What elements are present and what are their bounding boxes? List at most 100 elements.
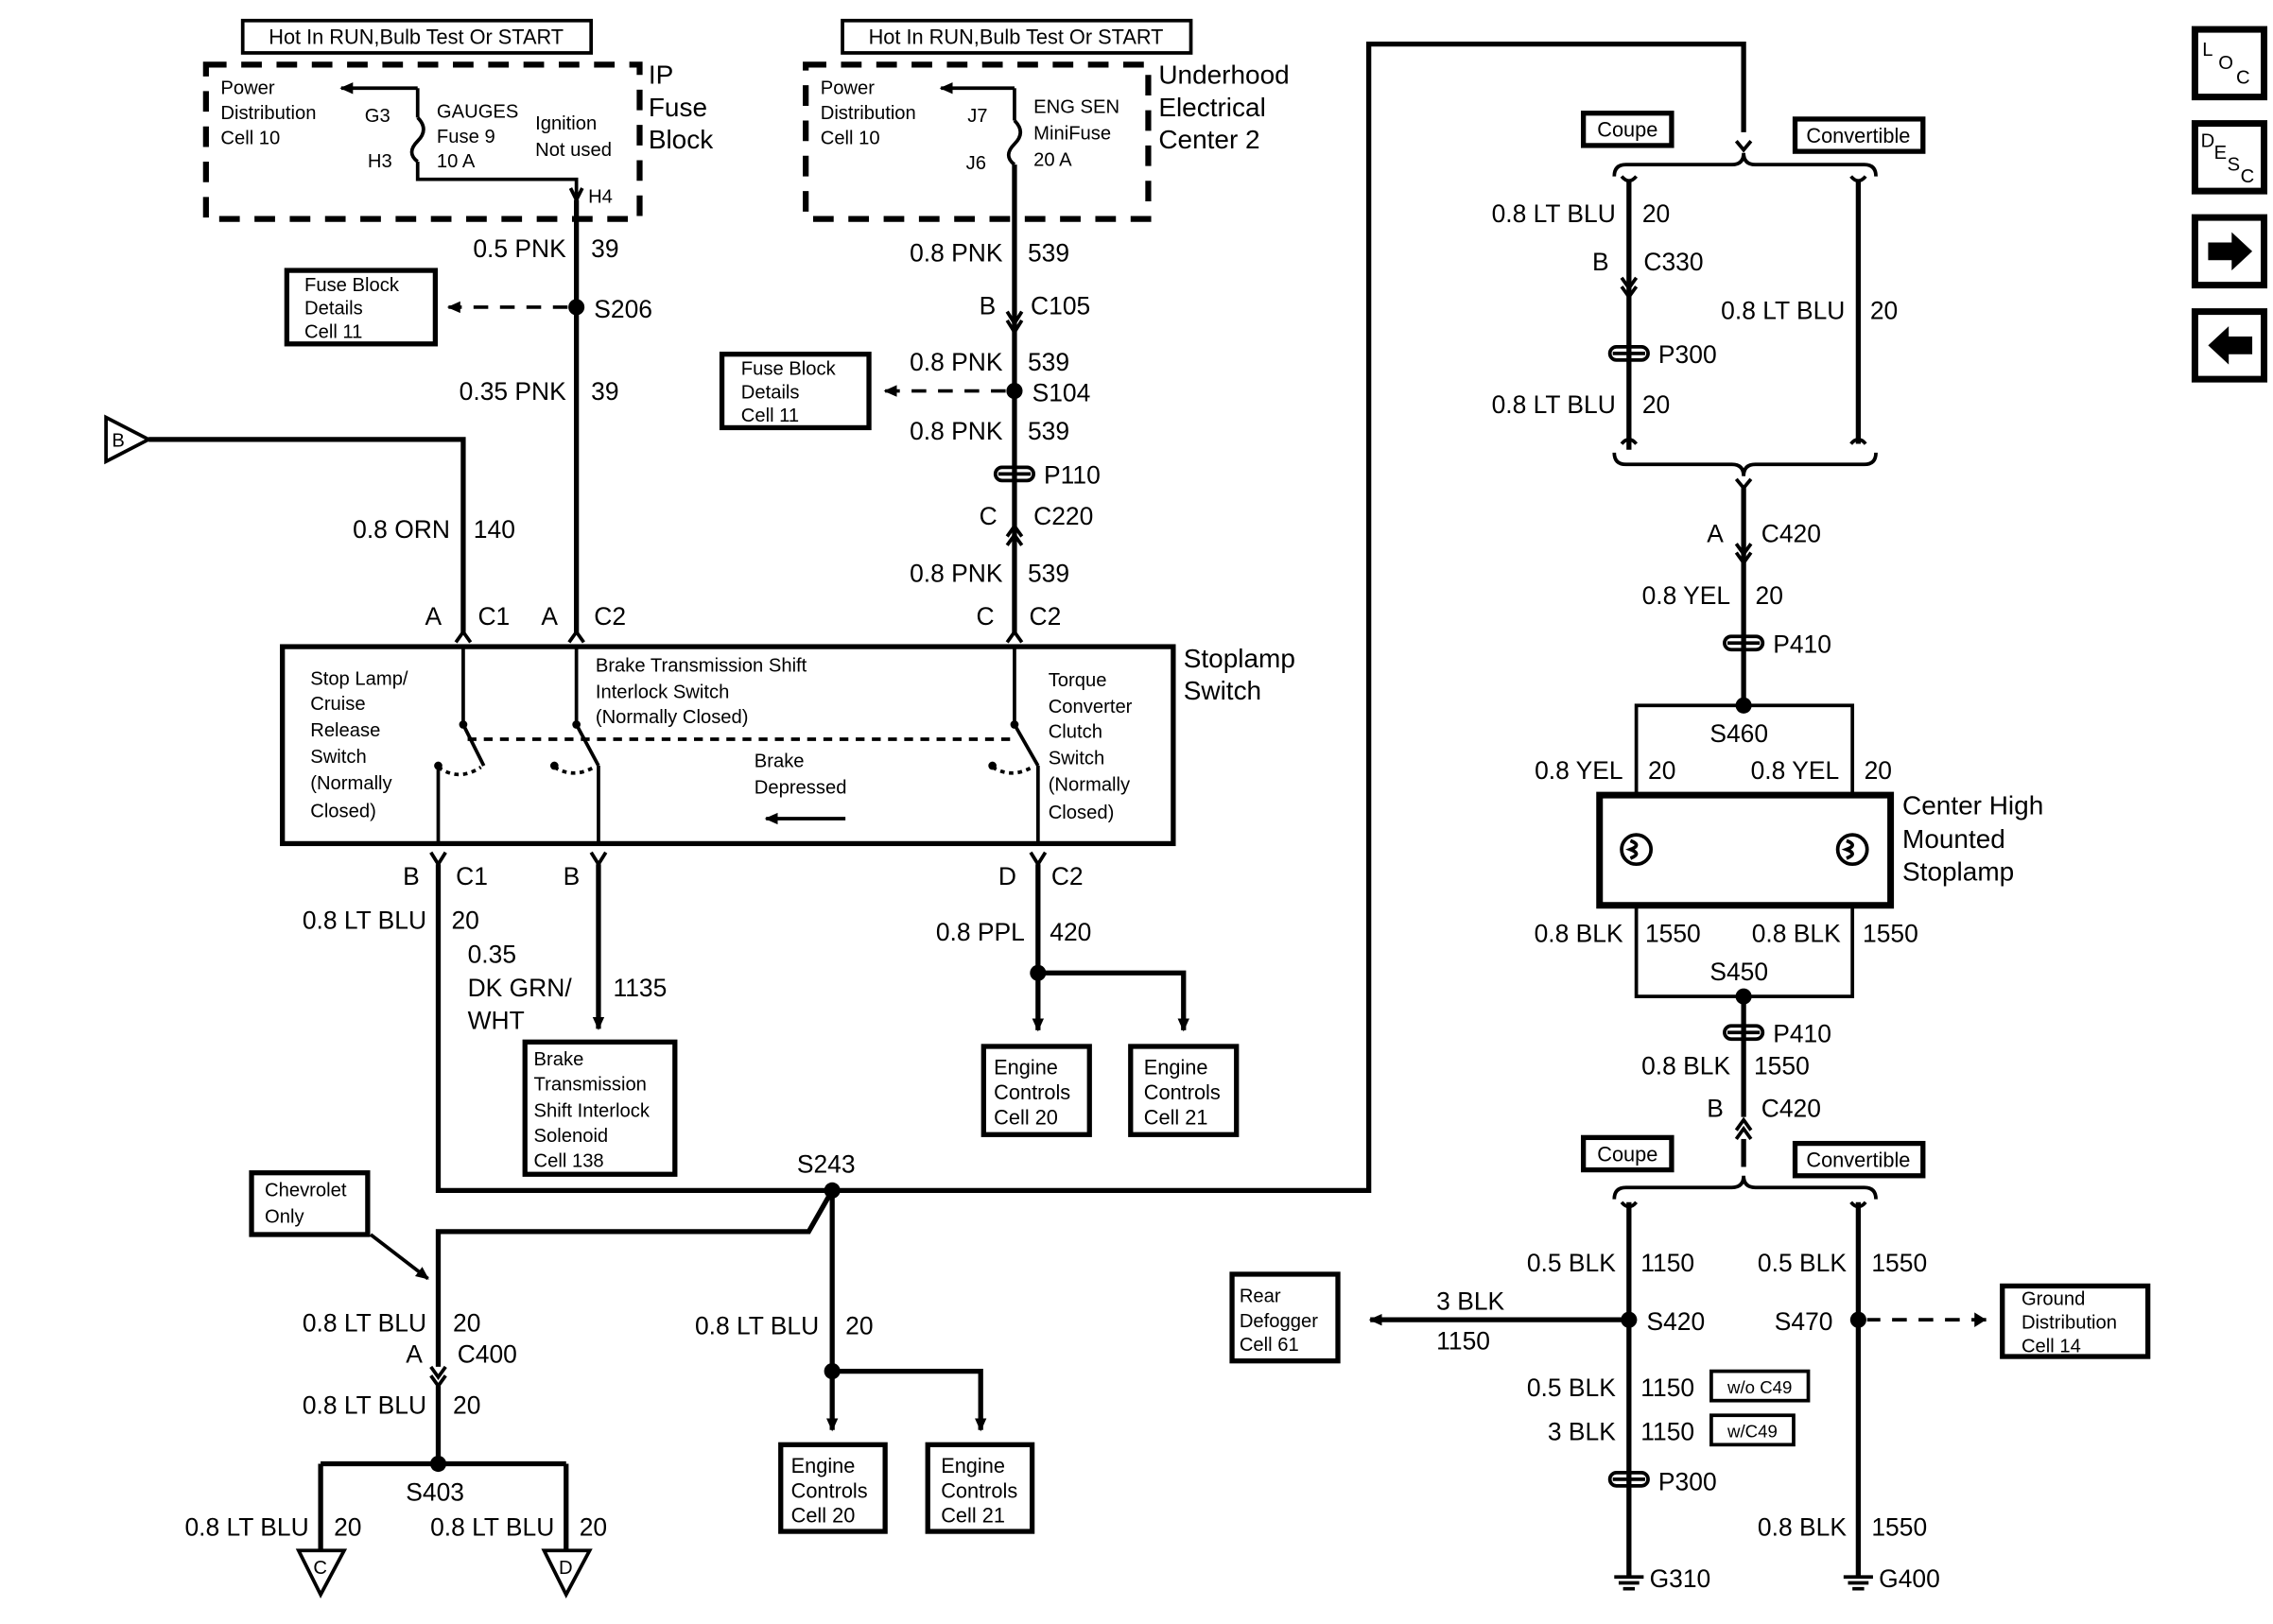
next-page-button[interactable]: [2191, 214, 2267, 289]
out2-gauge-3: WHT: [468, 1006, 525, 1034]
prev-page-button[interactable]: [2191, 308, 2267, 383]
out3-gauge: 0.8 PPL: [936, 918, 1025, 946]
lamp-r-num: 20: [1865, 756, 1892, 785]
fuse-block-details-ref-left[interactable]: [284, 268, 439, 347]
loc-l: L: [2202, 40, 2212, 60]
lamp-r-gauge: 0.8 YEL: [1751, 756, 1840, 785]
chev-line2: Only: [265, 1207, 304, 1228]
offpage-d-triangle: [541, 1548, 593, 1598]
ignition-line1: Ignition: [535, 113, 597, 134]
ru-w1-num: 20: [1642, 199, 1670, 228]
desc-button[interactable]: D E S C: [2191, 120, 2267, 195]
engine-controls-20-ref-top[interactable]: [980, 1044, 1092, 1137]
opt1-tag: [1709, 1369, 1811, 1403]
engine-controls-20-ref-bottom[interactable]: [778, 1442, 888, 1534]
pin-j7: J7: [967, 106, 987, 127]
s470-label: S470: [1775, 1307, 1833, 1336]
ll-w4-gauge: 0.8 LT BLU: [430, 1513, 554, 1542]
out3-num: 420: [1050, 918, 1091, 946]
s243-label: S243: [797, 1150, 856, 1179]
c105-label: C105: [1031, 292, 1090, 320]
stoplamp-name1: Stoplamp: [1184, 644, 1295, 673]
desc-s: S: [2228, 154, 2240, 175]
opt1-tag-text: w/o C49: [1726, 1377, 1792, 1397]
conn-a-orn: A: [425, 602, 442, 631]
minifuse-line3: 20 A: [1033, 150, 1072, 171]
rear-defogger-ref[interactable]: [1229, 1271, 1341, 1364]
splice-s206: [568, 299, 585, 316]
uh-power-line3: Cell 10: [821, 128, 880, 148]
ip-fuse-block-outline: [202, 61, 643, 222]
pass-through-p300-bottom: [1607, 1470, 1650, 1488]
sw2-line3: (Normally Closed): [596, 707, 749, 728]
convertible-tag-top-text: Convertible: [1806, 124, 1910, 147]
defog-line1: Rear: [1240, 1287, 1281, 1307]
rl-w1-num: 1550: [1754, 1052, 1810, 1080]
bts-solenoid-ref[interactable]: [522, 1039, 678, 1177]
sw2-line2: Interlock Switch: [596, 682, 729, 703]
loc-c: C: [2236, 68, 2250, 89]
fuse-block-details-line1: Fuse Block: [304, 275, 400, 296]
c420a-label: C420: [1761, 520, 1821, 548]
right-upper-circuit: Coupe Convertible 0.8 LT BLU 20 B C330 P…: [1492, 111, 2043, 998]
uh-name2: Electrical: [1158, 93, 1265, 122]
ground-distribution-ref[interactable]: [2000, 1283, 2151, 1359]
coupe-tag-bottom-text: Coupe: [1597, 1142, 1657, 1166]
fuse-line1: GAUGES: [437, 101, 518, 122]
gnd-line3: Cell 14: [2021, 1336, 2081, 1356]
banner-left-text: Hot In RUN,Bulb Test Or START: [269, 26, 564, 49]
c420b-label: C420: [1761, 1095, 1821, 1123]
opt2-tag: [1709, 1413, 1796, 1447]
chev-line1: Chevrolet: [265, 1181, 347, 1201]
switch-outputs: B C1 0.8 LT BLU 20 B 0.35 DK GRN/ WHT 11…: [303, 41, 1746, 1193]
fuse-details-mid-line2: Details: [741, 382, 800, 403]
loc-button[interactable]: L O C: [2191, 26, 2267, 101]
ground-g400-icon: [1843, 1569, 1873, 1591]
lamp-l-gauge: 0.8 YEL: [1535, 756, 1623, 785]
conn-c2-mid: C2: [1030, 602, 1062, 631]
engine-controls-21-ref-bottom[interactable]: [925, 1442, 1035, 1534]
p300-bot-label: P300: [1658, 1468, 1717, 1496]
loc-o: O: [2218, 53, 2233, 74]
s420-label: S420: [1646, 1307, 1705, 1336]
solenoid-line4: Solenoid: [534, 1126, 609, 1147]
c105-pin: B: [980, 292, 997, 320]
out2-gauge-1: 0.35: [468, 940, 516, 968]
c220-pin: C: [980, 502, 998, 530]
mid-wire2-num: 539: [1028, 348, 1069, 376]
chmsl-line2: Mounted: [1902, 824, 2005, 854]
out1-num: 20: [451, 907, 478, 935]
bulb-left-icon: [1620, 833, 1654, 867]
mid-wire1-num: 539: [1028, 239, 1069, 268]
chmsl-box: [1596, 791, 1895, 909]
ec20-bot-line3: Cell 20: [791, 1504, 856, 1528]
solenoid-line2: Transmission: [534, 1075, 647, 1096]
sw3-line4: Switch: [1049, 748, 1105, 769]
ip-fuse-name1: IP: [649, 60, 673, 90]
power-dist-line2: Distribution: [220, 103, 316, 124]
mid-wire1-gauge: 0.8 PNK: [910, 239, 1003, 268]
ground-g310-icon: [1614, 1569, 1644, 1591]
uh-power-line1: Power: [821, 78, 876, 99]
pass-through-p300-top: [1607, 345, 1650, 362]
engine-controls-21-ref-top[interactable]: [1128, 1044, 1240, 1137]
ru-w2-num: 20: [1642, 390, 1670, 419]
opt2-num: 1150: [1640, 1418, 1694, 1446]
out1-pin: B: [403, 862, 420, 890]
coupe-tag-top: [1581, 111, 1674, 148]
rl-conv-gauge: 0.5 BLK: [1758, 1249, 1847, 1277]
mid-wire3-gauge: 0.8 PNK: [910, 417, 1003, 445]
sw3-line1: Torque: [1049, 670, 1107, 691]
fuse-line2: Fuse 9: [437, 127, 495, 147]
offpage-d-label: D: [559, 1558, 573, 1579]
fuse-symbol: [409, 116, 425, 164]
ll-w1-num: 20: [453, 1309, 480, 1338]
sw3-line2: Converter: [1049, 697, 1133, 717]
fuse-block-details-ref-mid[interactable]: [719, 352, 872, 431]
ec21-top-line1: Engine: [1144, 1056, 1208, 1080]
pass-through-p410-bottom: [1723, 1024, 1765, 1042]
ll-w4-num: 20: [580, 1513, 607, 1542]
s450-label: S450: [1709, 958, 1768, 986]
chevrolet-only-note: [249, 1170, 371, 1237]
ec21-top-line2: Controls: [1144, 1080, 1221, 1104]
